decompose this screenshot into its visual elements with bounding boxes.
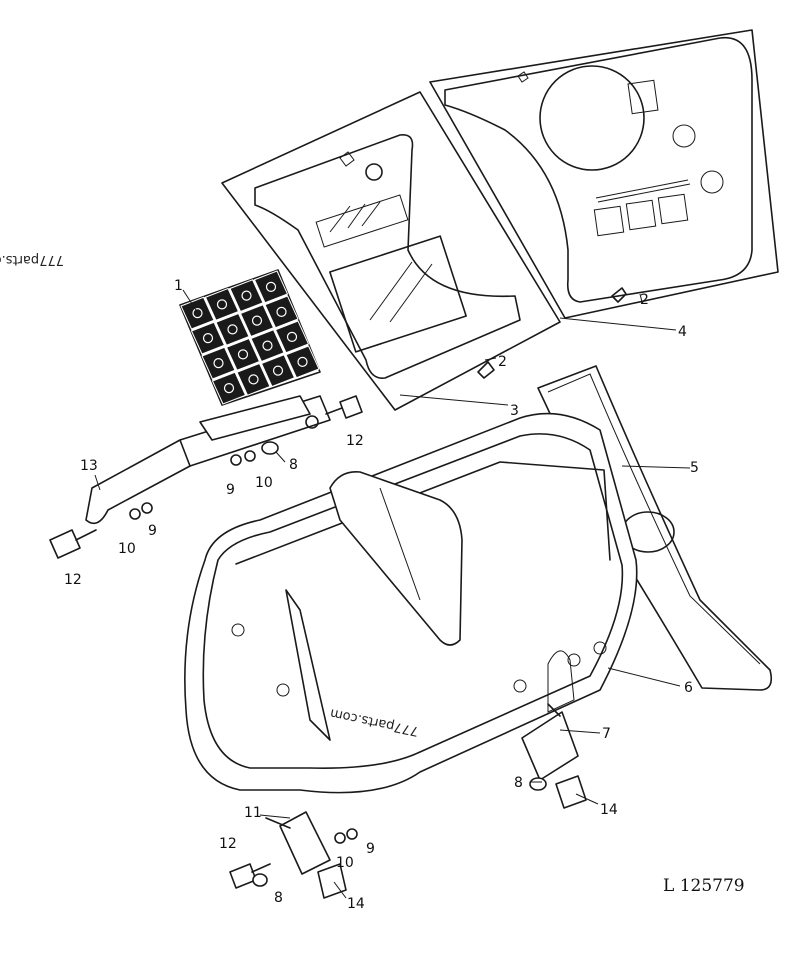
callout-10-bottom: 10 [336, 855, 354, 871]
callout-8-top: 8 [289, 457, 298, 473]
callout-12-bottom: 12 [219, 836, 237, 852]
symbol-icon [192, 308, 203, 319]
symbol-cell [215, 312, 250, 346]
part-6-housing-frame [184, 412, 638, 794]
callout-8-right: 8 [514, 775, 523, 791]
leader-lines [94, 289, 691, 899]
callout-9-left: 9 [148, 523, 157, 539]
part-3-center-panel [221, 91, 561, 411]
part-13-bracket [85, 395, 331, 525]
symbol-icon [251, 315, 263, 326]
symbol-cell [236, 362, 271, 396]
callout-4: 4 [678, 324, 687, 340]
symbol-cell [204, 287, 240, 321]
symbol-icon [248, 374, 259, 385]
symbol-cell [274, 320, 310, 354]
symbol-cell [211, 371, 247, 405]
symbol-cell [190, 321, 226, 355]
symbol-icon [227, 324, 238, 335]
symbol-cell [250, 329, 285, 363]
symbol-icon [202, 333, 214, 344]
callout-7: 7 [602, 726, 611, 742]
symbol-icon [216, 299, 228, 310]
callout-10-left: 10 [118, 541, 136, 557]
symbol-icon [237, 349, 249, 360]
fasteners [49, 395, 547, 889]
callouts: 1 2 2 3 4 5 6 7 8 8 8 9 9 9 10 10 10 11 … [64, 278, 699, 912]
callout-3: 3 [510, 403, 519, 419]
symbol-cell [260, 354, 296, 388]
symbol-icon [272, 365, 284, 376]
callout-1: 1 [174, 278, 183, 294]
part-11-bracket [265, 811, 331, 875]
callout-9-top: 9 [226, 482, 235, 498]
symbol-cell [229, 279, 264, 313]
warning-strip [595, 179, 691, 203]
symbol-icon [262, 340, 273, 351]
symbol-icon [265, 281, 277, 292]
callout-13: 13 [80, 458, 98, 474]
symbol-icon [286, 331, 298, 342]
watermark-left: 777parts.com [0, 252, 64, 267]
callout-11: 11 [244, 805, 262, 821]
symbol-cell [239, 304, 275, 338]
symbol-cell [285, 345, 320, 379]
symbol-icon [223, 383, 235, 394]
figure-code: L 125779 [663, 876, 745, 896]
part-7-bracket [521, 703, 579, 781]
callout-5: 5 [690, 460, 699, 476]
symbol-cell [225, 337, 261, 371]
part-14-clips [317, 775, 587, 899]
symbol-cell [253, 270, 289, 304]
symbol-icon [241, 290, 252, 301]
callout-14-bottom: 14 [347, 896, 365, 912]
symbol-cell [201, 346, 236, 380]
symbol-icon [276, 306, 287, 317]
part-1-warning-light-panel [179, 269, 321, 406]
callout-12-left: 12 [64, 572, 82, 588]
callout-2-upper: 2 [640, 292, 649, 308]
callout-12-top: 12 [346, 433, 364, 449]
callout-9-bottom: 9 [366, 841, 375, 857]
callout-2-lower: 2 [498, 354, 507, 370]
part-4-instrument-cover [429, 29, 779, 319]
symbol-cell [180, 296, 215, 330]
symbol-cell [264, 295, 299, 329]
symbol-icon [213, 358, 224, 369]
callout-14-right: 14 [600, 802, 618, 818]
callout-8-bottom: 8 [274, 890, 283, 906]
callout-6: 6 [684, 680, 693, 696]
symbol-icon [297, 356, 308, 367]
callout-10-top: 10 [255, 475, 273, 491]
